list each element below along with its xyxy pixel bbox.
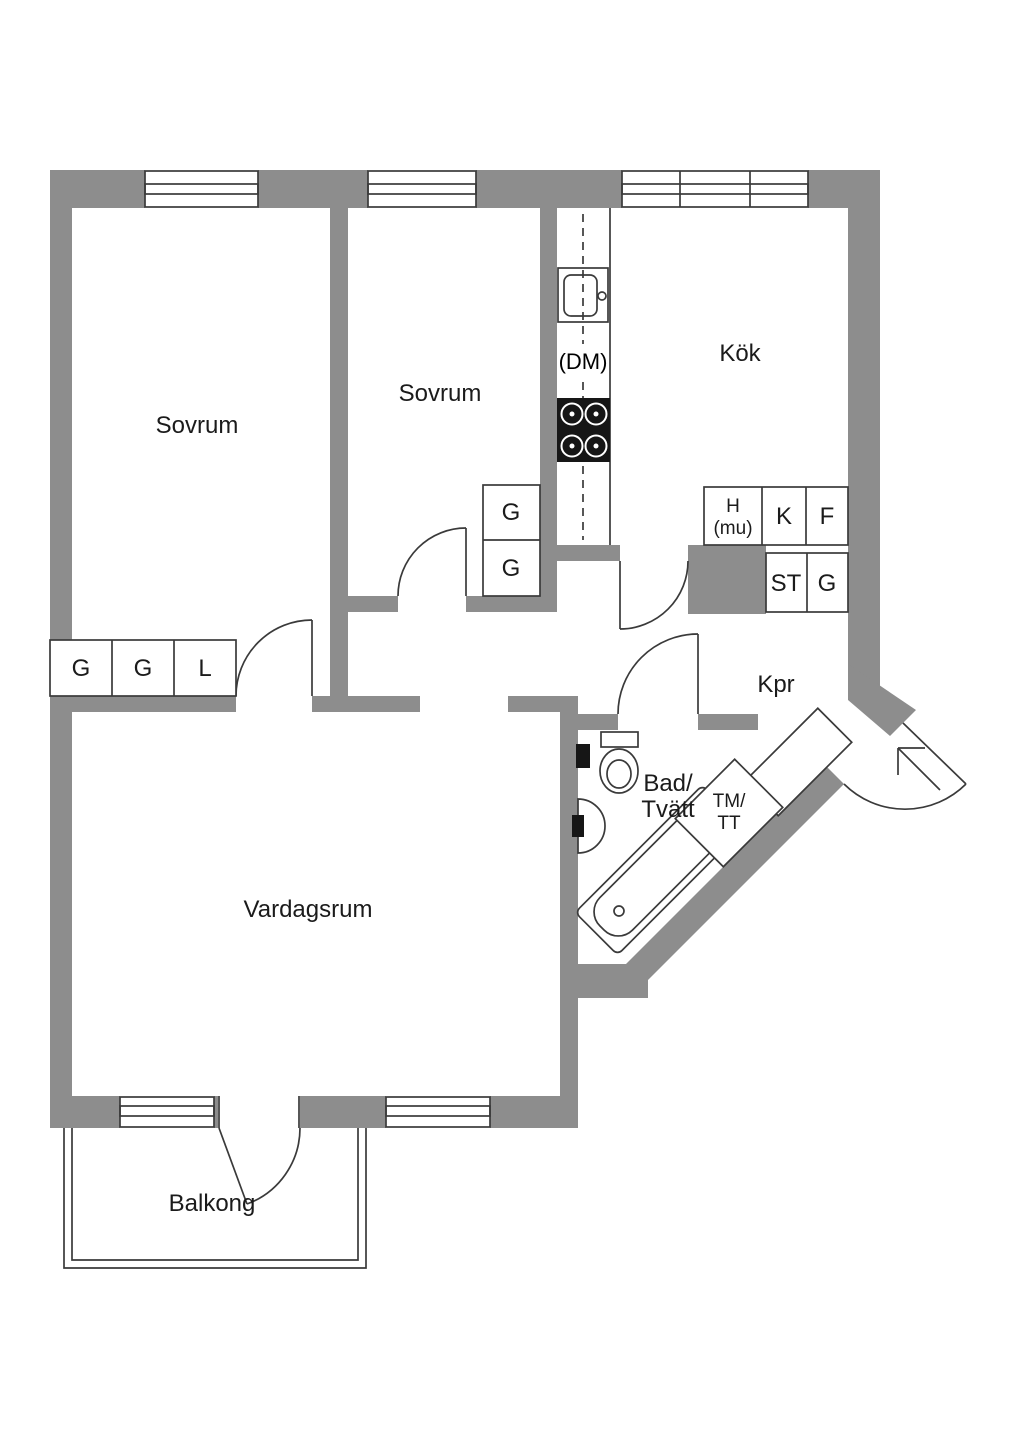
door-arc bbox=[617, 633, 699, 715]
wall-bathroom-bottom bbox=[578, 964, 648, 998]
door-entrance bbox=[843, 722, 967, 811]
wall-bedroom2-bottom-right bbox=[466, 596, 557, 612]
window-bedroom1 bbox=[144, 170, 259, 208]
kitchen-sink bbox=[557, 267, 609, 323]
kitchen-counter: (DM) bbox=[557, 208, 611, 545]
cabinet-label-f: F bbox=[820, 503, 835, 530]
burner bbox=[560, 402, 584, 426]
wall-hall-left bbox=[50, 696, 236, 712]
room-label-bathroom-line2: Tvätt bbox=[641, 796, 695, 823]
door-bedroom2 bbox=[397, 527, 467, 612]
room-label-livingroom: Vardagsrum bbox=[244, 896, 373, 923]
washer-dryer bbox=[674, 758, 784, 868]
wall-bathroom-top-left bbox=[578, 714, 618, 730]
closet-label-l: L bbox=[198, 655, 211, 682]
window-livingroom-1 bbox=[119, 1096, 215, 1128]
bathroom-sink bbox=[572, 798, 606, 854]
dishwasher-label: (DM) bbox=[559, 349, 608, 374]
wall-livingroom-right bbox=[560, 696, 578, 1096]
room-label-bedroom1: Sovrum bbox=[156, 412, 239, 439]
wall-bedroom2-bottom-left bbox=[348, 596, 398, 612]
balcony-structure bbox=[63, 1128, 367, 1269]
wall-kitchen-strip-left bbox=[540, 208, 557, 612]
door-leaf bbox=[902, 722, 967, 785]
storage-units bbox=[49, 484, 853, 817]
burner bbox=[560, 434, 584, 458]
window-kitchen bbox=[621, 170, 809, 208]
door-bathroom bbox=[617, 633, 699, 730]
door-arc bbox=[246, 1127, 301, 1205]
door-arc bbox=[843, 783, 967, 811]
room-label-kitchen: Kök bbox=[719, 340, 761, 367]
burner bbox=[584, 402, 608, 426]
wall-hall-corner-chunk bbox=[688, 545, 766, 614]
door-arc bbox=[235, 619, 313, 697]
balcony-railing-outer bbox=[63, 1128, 367, 1269]
entrance-arrow bbox=[897, 747, 941, 791]
door-balcony bbox=[218, 1096, 301, 1205]
wardrobe-label-g1: G bbox=[502, 499, 521, 526]
washer-label-line2: TT bbox=[717, 813, 741, 834]
kitchen-cabinet-row bbox=[703, 486, 849, 546]
washer-label-line1: TM/ bbox=[713, 791, 746, 812]
wall-kitchen-bottom bbox=[557, 545, 620, 561]
bathroom-fitting bbox=[576, 744, 590, 768]
wall-entry-upper-diagonal bbox=[848, 664, 916, 736]
hall-closet-row bbox=[765, 552, 849, 613]
window-livingroom-2 bbox=[385, 1096, 491, 1128]
closet-label-g2: G bbox=[134, 655, 153, 682]
labels: Sovrum Sovrum Kök Kpr Bad/ Tvätt Vardags… bbox=[72, 340, 837, 1217]
cabinet-label-mu: (mu) bbox=[713, 518, 752, 539]
cabinet-label-k: K bbox=[776, 503, 792, 530]
room-label-balcony: Balkong bbox=[169, 1190, 256, 1217]
closet-label-g3: G bbox=[818, 570, 837, 597]
door-bedroom1 bbox=[235, 619, 313, 712]
wall-right bbox=[848, 170, 880, 700]
door-leaf bbox=[218, 1127, 248, 1205]
wall-hall-mid bbox=[312, 696, 420, 712]
stove bbox=[557, 398, 610, 462]
closet-label-st: ST bbox=[771, 570, 802, 597]
room-label-bathroom-line1: Bad/ bbox=[643, 770, 693, 797]
door-arc bbox=[397, 527, 467, 597]
door-kitchen bbox=[619, 545, 689, 630]
room-label-entry-hall: Kpr bbox=[757, 671, 794, 698]
wall-entry-lower-diagonal bbox=[623, 765, 844, 986]
room-label-bedroom2: Sovrum bbox=[399, 380, 482, 407]
window-bedroom2 bbox=[367, 170, 477, 208]
doors bbox=[218, 527, 967, 1205]
cabinet-label-h: H bbox=[726, 496, 740, 517]
dishwasher: (DM) bbox=[559, 344, 608, 376]
wall-bedroom-divider bbox=[330, 208, 348, 712]
windows bbox=[119, 170, 809, 1128]
toilet bbox=[599, 731, 639, 794]
bedroom1-closet-row bbox=[49, 639, 237, 697]
burner bbox=[584, 434, 608, 458]
wardrobe-label-g2: G bbox=[502, 555, 521, 582]
interior-walls bbox=[50, 208, 766, 1096]
bedroom2-wardrobe-column bbox=[482, 484, 541, 597]
wall-bathroom-top-right bbox=[698, 714, 758, 730]
closet-label-g1: G bbox=[72, 655, 91, 682]
bathroom-fixtures bbox=[572, 731, 784, 954]
balcony-railing-inner bbox=[71, 1128, 359, 1261]
door-arc bbox=[619, 560, 689, 630]
